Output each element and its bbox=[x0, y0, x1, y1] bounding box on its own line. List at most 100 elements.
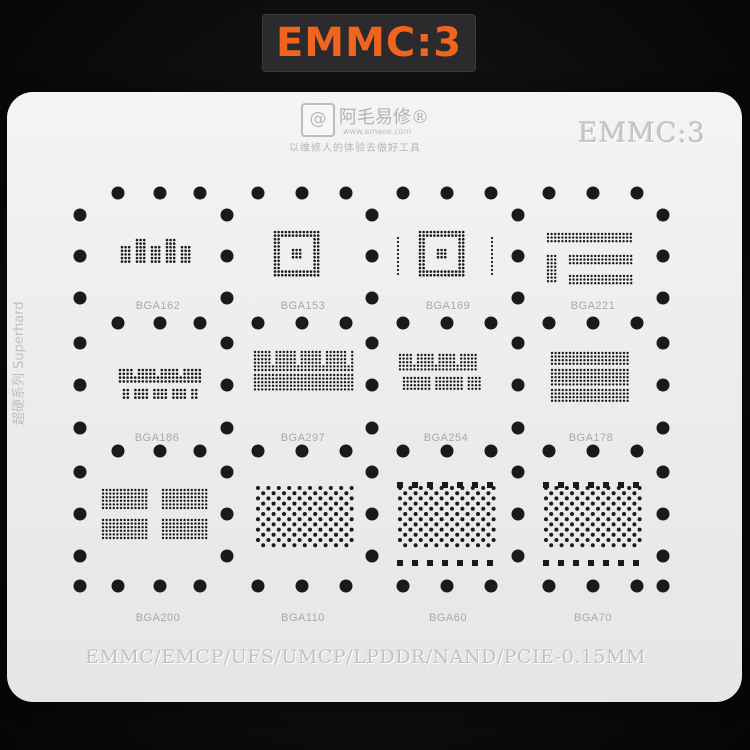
ball-pad bbox=[287, 517, 292, 522]
ball-pad bbox=[586, 379, 590, 382]
ball-pad bbox=[474, 384, 478, 387]
ball-pad bbox=[194, 372, 198, 376]
ball-pad bbox=[336, 373, 339, 377]
ball-pad bbox=[583, 262, 586, 265]
ball-pad bbox=[256, 517, 260, 522]
ball-pad bbox=[601, 491, 606, 496]
ball-pad bbox=[446, 380, 449, 383]
ball-pad bbox=[315, 381, 318, 384]
ball-pad bbox=[351, 354, 354, 357]
ball-pad bbox=[601, 543, 606, 548]
ball-pad bbox=[490, 240, 494, 244]
ball-pad bbox=[325, 384, 329, 387]
footprint-label-bga162: BGA162 bbox=[135, 300, 181, 312]
ball-pad bbox=[271, 522, 276, 527]
ball-pad bbox=[287, 527, 292, 532]
ball-pad bbox=[293, 358, 296, 361]
ball-pad bbox=[172, 533, 175, 536]
ball-pad bbox=[626, 254, 629, 258]
ball-pad bbox=[554, 355, 557, 358]
ball-pad bbox=[315, 361, 318, 364]
ball-pad bbox=[307, 365, 311, 368]
ball-pad bbox=[119, 488, 123, 492]
ball-pad bbox=[622, 262, 626, 265]
ball-pad bbox=[396, 244, 400, 248]
ball-pad bbox=[279, 365, 282, 368]
ball-pad bbox=[351, 365, 354, 368]
ball-pad bbox=[543, 560, 549, 566]
ball-pad bbox=[313, 273, 316, 277]
ball-pad bbox=[431, 368, 434, 371]
ball-pad bbox=[329, 354, 332, 357]
ball-pad bbox=[201, 522, 204, 525]
ball-pad bbox=[122, 372, 126, 376]
ball-pad bbox=[334, 501, 338, 506]
ball-pad bbox=[183, 488, 186, 492]
ball-pad bbox=[339, 538, 344, 542]
ball-pad bbox=[351, 384, 354, 387]
ball-pad bbox=[413, 522, 418, 527]
ball-pad bbox=[165, 496, 168, 499]
ball-pad bbox=[442, 353, 445, 357]
ball-pad bbox=[615, 379, 618, 382]
ball-pad bbox=[420, 364, 423, 367]
ball-pad bbox=[313, 248, 316, 252]
ball-pad bbox=[416, 368, 420, 371]
ball-pad bbox=[253, 358, 257, 361]
ball-pad bbox=[554, 280, 557, 283]
ball-pad bbox=[586, 282, 590, 285]
ball-pad bbox=[460, 527, 465, 532]
ball-pad bbox=[461, 230, 465, 234]
ball-pad bbox=[427, 353, 430, 357]
ball-pad bbox=[273, 273, 277, 277]
ball-pad bbox=[590, 379, 593, 382]
ball-pad bbox=[561, 396, 564, 399]
ball-pad bbox=[315, 368, 318, 372]
ball-pad bbox=[127, 503, 130, 506]
ball-pad bbox=[307, 388, 311, 391]
ball-pad bbox=[630, 274, 633, 278]
ball-pad bbox=[179, 499, 183, 502]
ball-pad bbox=[300, 384, 303, 387]
ball-pad bbox=[604, 274, 608, 278]
ball-pad bbox=[554, 496, 559, 501]
ball-pad bbox=[449, 376, 452, 380]
ball-pad bbox=[579, 399, 582, 402]
ball-pad bbox=[615, 388, 618, 392]
ball-pad bbox=[141, 522, 144, 525]
ball-pad bbox=[194, 368, 198, 372]
ball-pad bbox=[130, 503, 133, 506]
ball-pad bbox=[626, 376, 629, 379]
ball-pad bbox=[618, 240, 622, 243]
ball-pad bbox=[586, 362, 590, 365]
ball-pad bbox=[572, 258, 575, 261]
footprint-label-bga221: BGA221 bbox=[570, 300, 616, 312]
ball-pad bbox=[145, 533, 148, 536]
ball-pad bbox=[627, 496, 632, 501]
ball-pad bbox=[481, 517, 486, 522]
ball-pad bbox=[176, 503, 179, 506]
ball-pad bbox=[564, 517, 569, 522]
ball-pad bbox=[130, 368, 133, 372]
ball-pad bbox=[268, 381, 271, 384]
ball-pad bbox=[558, 388, 561, 392]
ball-pad bbox=[445, 361, 448, 364]
ball-pad bbox=[116, 518, 119, 522]
ball-pad bbox=[449, 361, 452, 364]
ball-pad bbox=[289, 368, 293, 372]
ball-pad bbox=[546, 265, 550, 268]
ball-pad bbox=[576, 396, 579, 399]
ball-pad bbox=[190, 496, 193, 499]
ball-pad bbox=[172, 518, 175, 522]
ball-pad bbox=[439, 496, 444, 501]
ball-pad bbox=[333, 381, 336, 384]
ball-pad bbox=[561, 379, 564, 382]
ball-pad bbox=[608, 355, 611, 358]
ball-pad bbox=[179, 526, 183, 529]
ball-pad bbox=[194, 506, 197, 510]
ball-pad bbox=[619, 372, 622, 375]
ball-pad bbox=[590, 274, 593, 278]
ball-pad bbox=[442, 384, 445, 387]
ball-pad bbox=[273, 237, 277, 241]
ball-pad bbox=[153, 396, 156, 399]
